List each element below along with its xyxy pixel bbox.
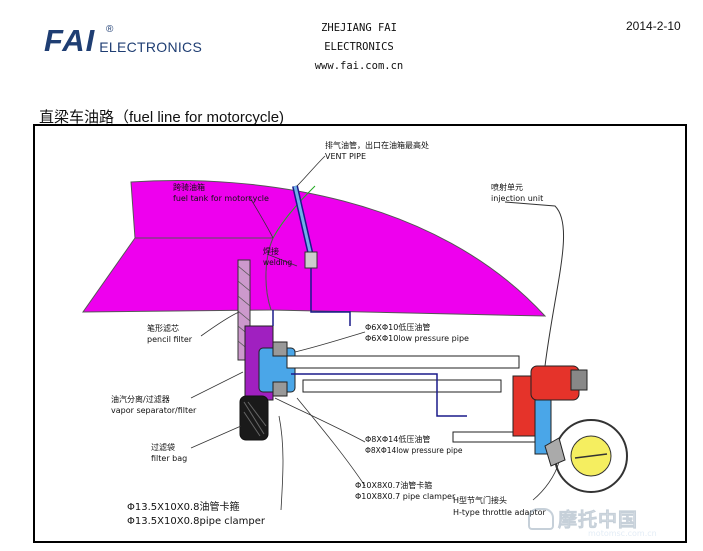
label-tank-cn: 跨骑油箱 xyxy=(173,182,205,192)
tank-front-slope xyxy=(82,237,274,313)
label-h-adaptor-en: H-type throttle adaptor xyxy=(453,508,546,517)
leader-lines xyxy=(190,155,560,511)
document-date: 2014-2-10 xyxy=(626,19,681,33)
label-clamper-big-cn: Φ13.5X10X0.8油管卡箍 xyxy=(127,500,239,513)
label-pencil-en: pencil filter xyxy=(147,335,193,344)
watermark-subtext: motomsc.com.cn xyxy=(588,529,657,538)
company-block: ZHEJIANG FAI ELECTRONICS www.fai.com.cn xyxy=(286,19,432,76)
watermark-text: 摩托中国 xyxy=(558,509,639,532)
label-tank-en: fuel tank for motorcycle xyxy=(173,194,269,203)
watermark-helmet-icon xyxy=(528,507,554,530)
low-pressure-pipe-upper xyxy=(286,355,520,369)
label-low-pipe2-en: Φ8XΦ14low pressure pipe xyxy=(365,446,463,455)
label-filter-bag-cn: 过滤袋 xyxy=(151,442,175,452)
logo-subtitle: ELECTRONICS xyxy=(99,39,203,55)
label-clamper-small-cn: Φ10X8X0.7油管卡箍 xyxy=(355,480,432,490)
h-type-adaptor xyxy=(544,437,566,467)
label-vapor-en: vapor separator/filter xyxy=(111,406,197,415)
vent-clamp xyxy=(304,251,318,269)
label-injection-en: injection unit xyxy=(491,194,543,203)
label-vent-en: VENT PIPE xyxy=(325,152,366,161)
diagram-canvas: 排气油管，出口在油箱最高处 VENT PIPE 跨骑油箱 fuel tank f… xyxy=(82,140,628,527)
label-clamper-small-en: Φ10X8X0.7 pipe clamper xyxy=(355,492,456,501)
company-name: ZHEJIANG FAI ELECTRONICS xyxy=(321,22,397,53)
tank-inner-curve xyxy=(272,185,316,239)
label-h-adaptor-cn: H型节气门接头 xyxy=(453,495,507,505)
figure-caption: 直梁车油路（fuel line for motorcycle) xyxy=(39,109,285,126)
label-low-pipe-cn: Φ6XΦ10低压油管 xyxy=(365,322,430,332)
fai-logo: FAI ® ELECTRONICS xyxy=(44,23,203,58)
label-low-pipe2-cn: Φ8XΦ14低压油管 xyxy=(365,434,430,444)
return-pipe xyxy=(291,373,467,417)
label-welding-cn: 焊接 xyxy=(263,246,279,256)
label-pencil-cn: 笔形滤芯 xyxy=(147,323,179,333)
label-welding-en: welding xyxy=(263,258,292,267)
logo-mark: FAI xyxy=(44,23,96,58)
company-website: www.fai.com.cn xyxy=(314,60,404,72)
fuel-line-diagram: 排气油管，出口在油箱最高处 VENT PIPE 跨骑油箱 fuel tank f… xyxy=(33,124,687,543)
injection-feed-line xyxy=(504,201,565,367)
registered-mark: ® xyxy=(106,24,114,35)
label-filter-bag-en: filter bag xyxy=(151,454,187,463)
label-low-pipe-en: Φ6XΦ10low pressure pipe xyxy=(365,334,469,343)
label-clamper-big-en: Φ13.5X10X0.8pipe clamper xyxy=(127,516,266,527)
label-injection-cn: 喷射单元 xyxy=(491,182,523,192)
label-vapor-cn: 油汽分离/过滤器 xyxy=(111,394,170,404)
low-pressure-pipe-lower xyxy=(302,379,502,393)
injector-nozzle xyxy=(534,399,552,455)
watermark: 摩托中国 motomsc.com.cn xyxy=(528,505,657,538)
vent-return-line xyxy=(310,266,351,326)
label-vent-cn: 排气油管，出口在油箱最高处 xyxy=(325,140,429,150)
